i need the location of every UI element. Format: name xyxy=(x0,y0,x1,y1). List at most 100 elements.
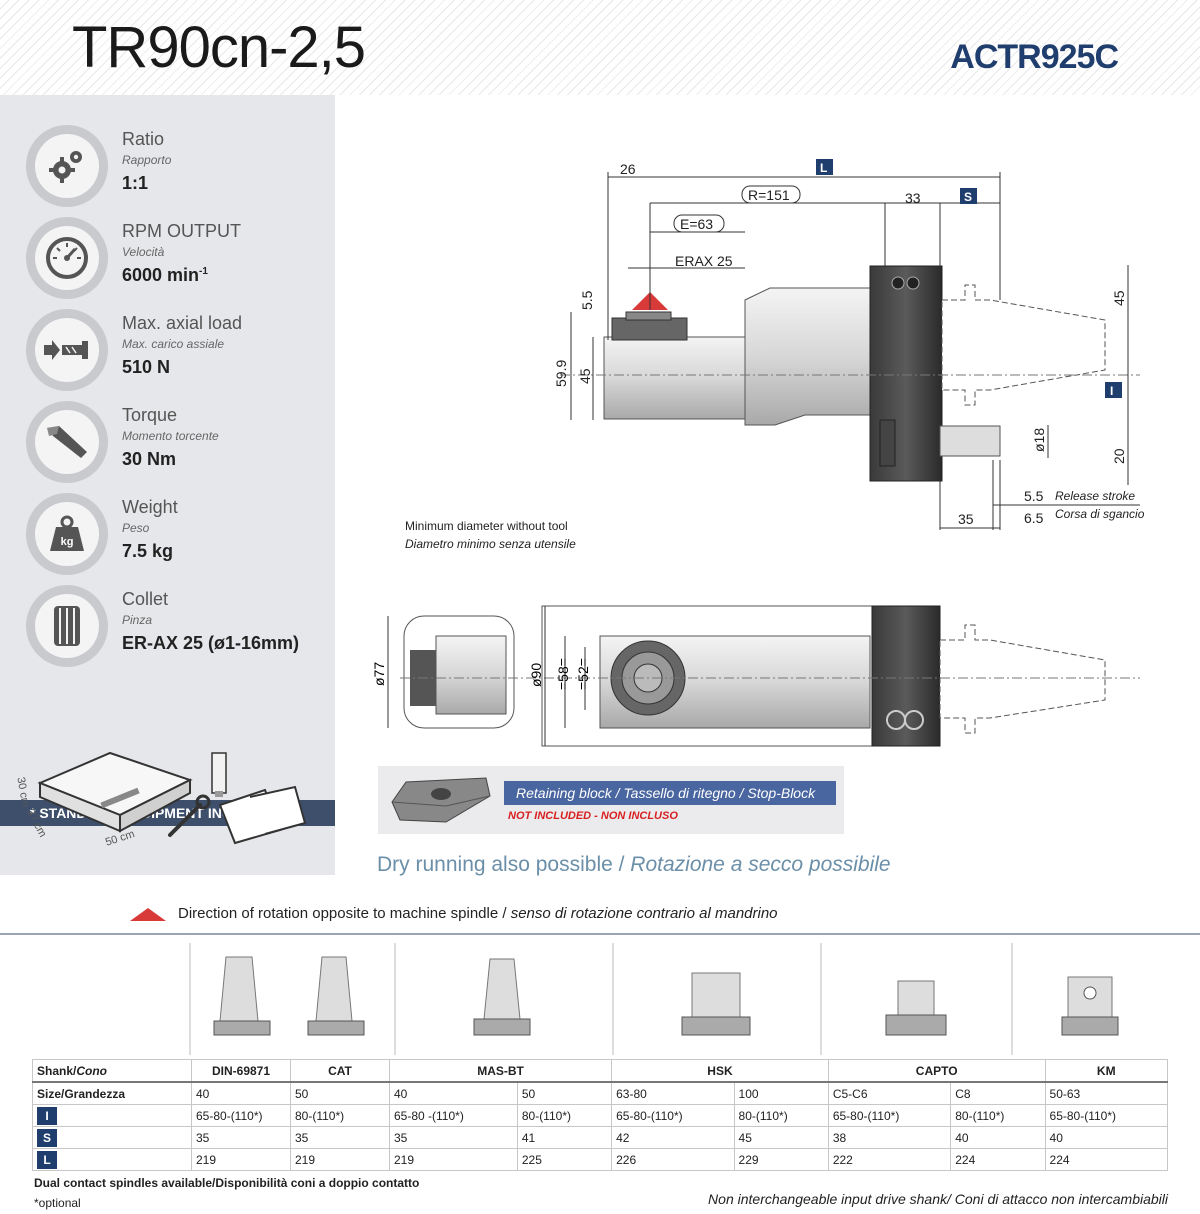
rotation-note: Direction of rotation opposite to machin… xyxy=(130,905,778,922)
cat-shank-icon xyxy=(307,956,365,1036)
dim-5-5: 5.5 xyxy=(579,290,595,310)
collet-icon xyxy=(54,606,80,646)
spec-torque: Torque Momento torcente 30 Nm xyxy=(26,401,326,489)
din-shank-icon xyxy=(213,956,271,1036)
dim-20: 20 xyxy=(1111,448,1127,464)
dim-45-left: 45 xyxy=(577,368,593,384)
spec-value: 6000 min-1 xyxy=(122,265,208,285)
dimension-markers: L S I xyxy=(816,159,1122,398)
spec-value: 7.5 kg xyxy=(122,541,174,561)
side-view xyxy=(560,265,1140,482)
spec-label: Collet xyxy=(122,589,169,609)
spec-axial-load: Max. axial load Max. carico assiale 510 … xyxy=(26,309,326,397)
dim-e63: E=63 xyxy=(680,216,713,232)
gauge-icon xyxy=(46,237,88,279)
release-stroke-it: Corsa di sgancio xyxy=(1055,507,1145,521)
header-capto: CAPTO xyxy=(827,1059,1046,1083)
spec-label-it: Pinza xyxy=(122,613,153,627)
retaining-block-panel: Retaining block / Tassello di ritegno / … xyxy=(378,766,844,834)
hsk-shank-icon xyxy=(681,972,751,1036)
spec-label-it: Momento torcente xyxy=(122,429,219,443)
rotation-triangle-icon xyxy=(130,907,166,921)
optional-note: *optional xyxy=(34,1196,81,1210)
marker-s: S xyxy=(964,190,972,204)
svg-text:kg: kg xyxy=(61,536,74,548)
header-din: DIN-69871 xyxy=(191,1059,291,1083)
dim-26: 26 xyxy=(620,161,636,177)
grease-tube-icon xyxy=(211,752,227,797)
table-header-row: Shank/Cono DIN-69871 CAT MAS-BT HSK CAPT… xyxy=(32,1059,1169,1083)
axial-load-icon xyxy=(44,340,88,360)
dry-running-note: Dry running also possible / Rotazione a … xyxy=(377,853,891,876)
standard-equipment-illustration: 30 cm 37 cm 50 cm xyxy=(14,751,307,849)
table-row-i: I 65-80-(110*)80-(110*) 65-80 -(110*)80-… xyxy=(32,1104,1169,1127)
header-mas-bt: MAS-BT xyxy=(388,1059,613,1083)
spec-collet: Collet Pinza ER-AX 25 (ø1-16mm) xyxy=(26,585,326,673)
release-stroke-en: Release stroke xyxy=(1055,489,1135,503)
dim-o77: ø77 xyxy=(371,662,387,686)
spec-value: 1:1 xyxy=(122,173,149,193)
dim-58: =58= xyxy=(555,658,571,690)
header-cat: CAT xyxy=(290,1059,390,1083)
header-km: KM xyxy=(1044,1059,1169,1083)
spec-label: RPM OUTPUT xyxy=(122,221,241,241)
km-shank-icon xyxy=(1061,976,1119,1036)
retaining-block-label: Retaining block / Tassello di ritegno / … xyxy=(504,781,836,805)
non-interchangeable-note: Non interchangeable input drive shank/ C… xyxy=(708,1191,1168,1207)
spec-label-it: Max. carico assiale xyxy=(122,337,225,351)
case-dim-depth: 37 cm xyxy=(24,807,49,839)
dim-o18: ø18 xyxy=(1031,428,1047,452)
dim-59-9: 59.9 xyxy=(553,360,569,387)
min-diameter-en: Minimum diameter without tool xyxy=(405,519,568,533)
spec-label: Ratio xyxy=(122,129,165,149)
spec-label-it: Rapporto xyxy=(122,153,172,167)
spec-value: 30 Nm xyxy=(122,449,177,469)
retaining-block-icon xyxy=(391,777,491,823)
spec-label-it: Peso xyxy=(122,521,150,535)
shank-table-section: Shank/Cono DIN-69871 CAT MAS-BT HSK CAPT… xyxy=(0,933,1200,1214)
spec-label: Weight xyxy=(122,497,178,517)
marker-i: I xyxy=(1110,384,1113,398)
min-diameter-it: Diametro minimo senza utensile xyxy=(405,537,576,551)
dim-33: 33 xyxy=(905,190,921,206)
capto-shank-icon xyxy=(885,980,947,1036)
technical-drawing: 26 R=151 33 E=63 ERAX 25 5.5 59.9 45 45 … xyxy=(371,159,1145,747)
mas-bt-shank-icon xyxy=(473,958,531,1036)
weight-icon: kg xyxy=(50,515,84,551)
dim-35: 35 xyxy=(958,511,974,527)
gears-icon xyxy=(49,151,82,183)
torque-wrench-icon xyxy=(47,426,87,458)
dual-contact-note: Dual contact spindles available/Disponib… xyxy=(34,1176,420,1190)
carry-case-icon xyxy=(37,751,193,833)
dim-r151: R=151 xyxy=(748,187,790,203)
spec-value: 510 N xyxy=(122,357,171,377)
spec-label: Torque xyxy=(122,405,178,425)
wrench-icon xyxy=(168,794,211,837)
spec-weight: kg Weight Peso 7.5 kg xyxy=(26,493,326,581)
shank-table: Shank/Cono DIN-69871 CAT MAS-BT HSK CAPT… xyxy=(32,1059,1169,1171)
dim-45-right: 45 xyxy=(1111,290,1127,306)
spec-ratio: Ratio Rapporto 1:1 xyxy=(26,125,326,213)
not-included-label: NOT INCLUDED - NON INCLUSO xyxy=(508,810,678,822)
product-title: TR90cn-2,5 xyxy=(72,15,366,80)
dim-6-5: 6.5 xyxy=(1024,510,1044,526)
dim-52: =52= xyxy=(575,658,591,690)
dimension-lines xyxy=(570,172,1140,530)
spec-label: Max. axial load xyxy=(122,313,243,333)
dim-erax: ERAX 25 xyxy=(675,253,733,269)
top-view: ø90 =58= =52= xyxy=(400,605,1140,747)
spec-label-it: Velocità xyxy=(122,245,165,259)
header-hsk: HSK xyxy=(611,1059,829,1083)
dim-5-5-release: 5.5 xyxy=(1024,488,1044,504)
case-dim-height: 30 cm xyxy=(14,776,31,808)
shank-illustrations xyxy=(189,943,1119,1055)
dim-o90: ø90 xyxy=(528,663,544,687)
spec-sidebar: Ratio Rapporto 1:1 RPM OUTPUT Velocità 6… xyxy=(0,95,335,875)
spec-value: ER-AX 25 (ø1-16mm) xyxy=(122,633,300,653)
product-code: ACTR925C xyxy=(950,38,1119,76)
manual-book-icon xyxy=(218,785,307,845)
header-band: TR90cn-2,5 ACTR925C xyxy=(0,0,1200,95)
